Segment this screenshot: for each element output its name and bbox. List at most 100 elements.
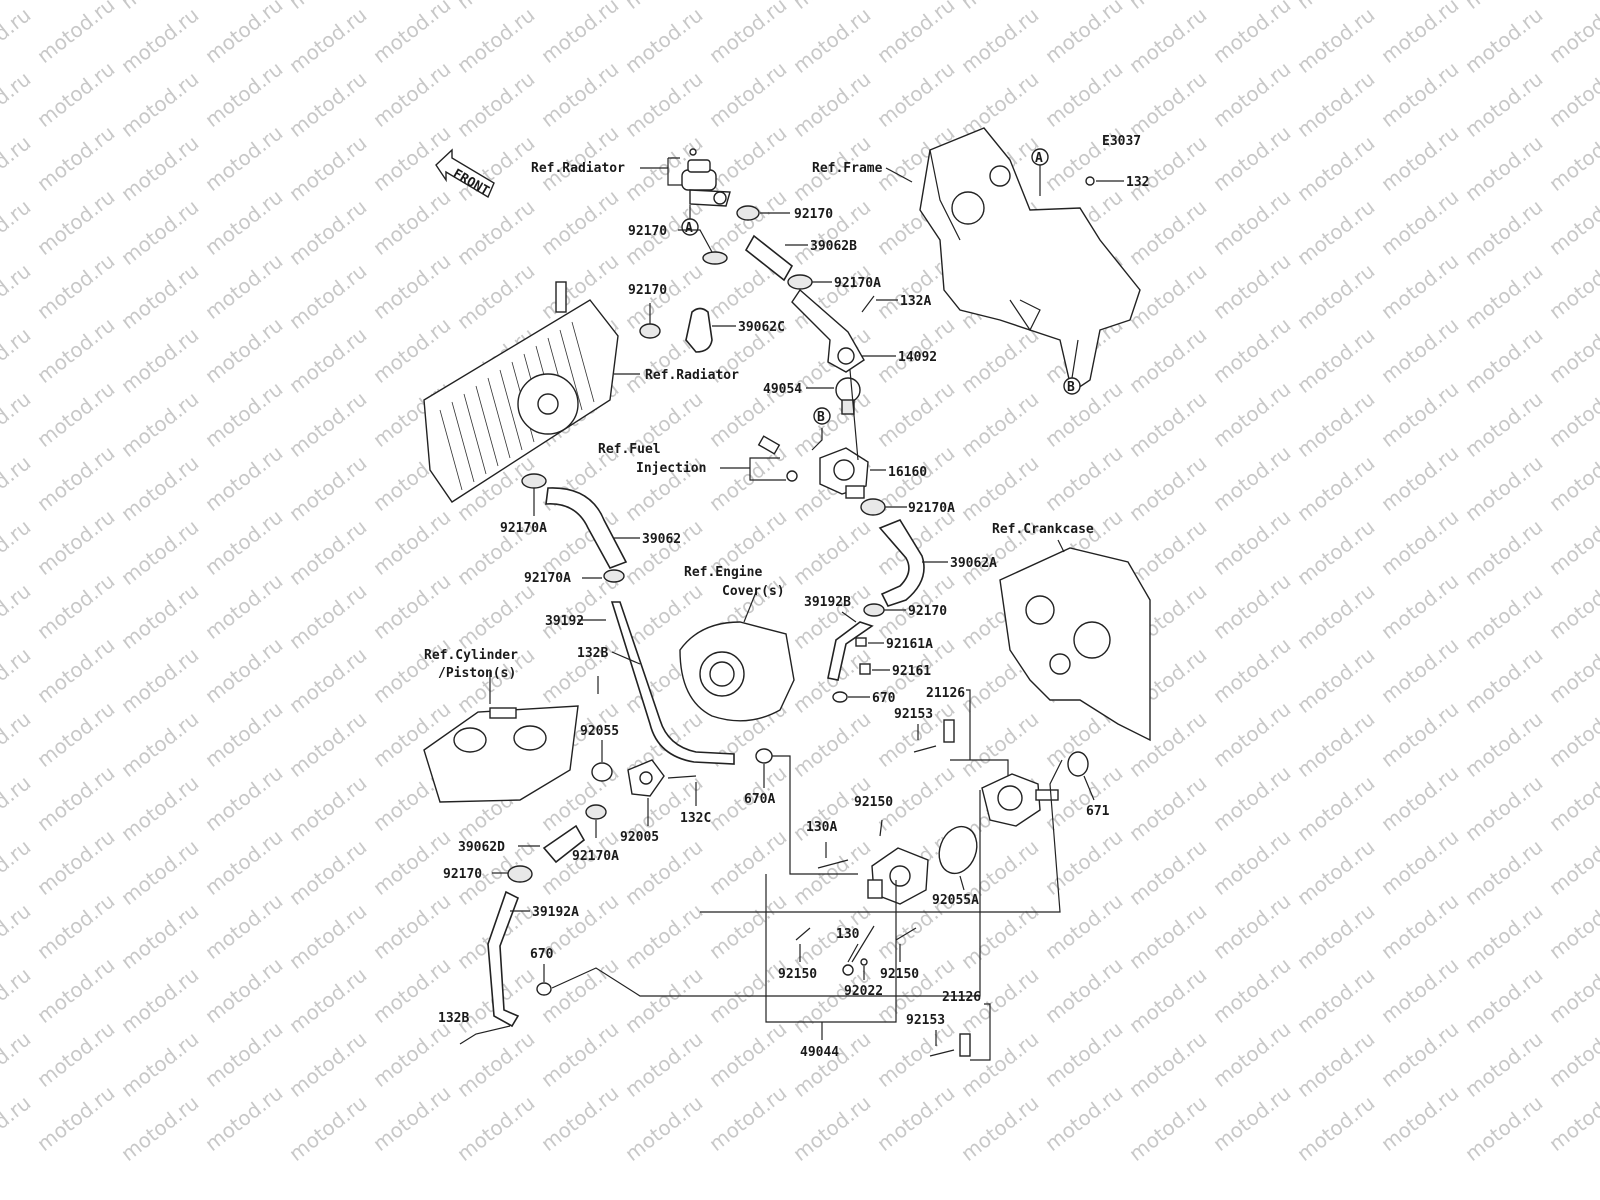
bolt-132b-upper [597,651,641,694]
part-label-132b-a: 132B [577,646,608,661]
clamp-92170a-a [787,274,813,290]
part-label-92150-b: 92150 [778,967,817,982]
clamp-92170-d [863,603,885,617]
part-label-39062a: 39062A [950,556,997,571]
part-label-39192a: 39192A [532,905,579,920]
ref-cylinder-label-2: /Piston(s) [438,666,516,681]
clip-21126-a [943,719,955,743]
frame [919,127,1141,394]
clip-21126-b [959,1033,971,1057]
ref-engine-cover-label-2: Cover(s) [722,584,785,599]
part-label-132a: 132A [900,294,931,309]
part-label-92161: 92161 [892,664,931,679]
part-label-130: 130 [836,927,860,942]
part-label-92170a-d: 92170A [524,571,571,586]
part-label-92170a-b: 92170A [908,501,955,516]
bolt-92150-c [895,927,917,941]
ref-fuel-injection-label-2: Injection [636,461,706,476]
part-label-92170-c: 92170 [628,283,667,298]
crankcase [999,547,1151,742]
part-label-39062: 39062 [642,532,681,547]
part-label-92170-e: 92170 [443,867,482,882]
clamp-92170a-d [603,569,625,583]
radiator-cap-assembly [681,148,731,207]
marker-b-thermostat-label: B [817,410,825,425]
marker-a-frame-label: A [1035,151,1043,166]
pipe-39192 [610,601,735,765]
bolt-132c [667,775,697,806]
part-label-92170a-c: 92170A [500,521,547,536]
part-label-39062b: 39062B [810,239,857,254]
bolt-132 [1085,176,1095,186]
o-ring-671 [1067,751,1089,777]
pipe-39192b [827,621,874,681]
part-label-92055a: 92055A [932,893,979,908]
part-label-132c: 132C [680,811,711,826]
part-label-670-a: 670 [872,691,896,706]
part-label-92005: 92005 [620,830,659,845]
temperature-sensor [757,435,798,482]
hose-39062d [542,824,586,864]
ref-crankcase-label: Ref.Crankcase [992,522,1094,537]
part-label-21126-b: 21126 [942,990,981,1005]
part-label-49044: 49044 [800,1045,839,1060]
thermostat-cover-14092 [791,288,865,373]
clamp-92170a-e [585,804,607,820]
o-ring-670-a [832,691,848,703]
bolt-132b-lower [459,1025,511,1045]
marker-b-frame-label: B [1067,380,1075,395]
hose-39062 [545,487,628,569]
part-label-132: 132 [1126,175,1149,190]
hose-39062c [685,307,713,353]
plug-92161 [859,663,871,675]
part-label-92161a: 92161A [886,637,933,652]
leader-ref-radiator-top [640,157,682,186]
part-label-92170-a: 92170 [794,207,833,222]
clamp-92170-b [702,251,728,265]
plug-92161a [855,637,867,647]
washer-92022 [860,958,868,966]
bolt-92150-a [879,819,883,837]
ref-fuel-injection-label-1: Ref.Fuel [598,442,661,457]
thermostat-49054 [835,377,861,415]
part-label-92170-b: 92170 [628,224,667,239]
part-label-670a: 670A [744,792,775,807]
front-arrow-icon: FRONT [435,148,495,199]
bolt-130 [842,964,854,976]
gasket-92055a [938,825,978,875]
fitting-92005 [627,759,665,797]
part-label-39062c: 39062C [738,320,785,335]
o-ring-670a [755,748,773,764]
ref-radiator-side-label: Ref.Radiator [645,368,739,383]
part-label-21126-a: 21126 [926,686,965,701]
clamp-92170-a [736,205,760,221]
part-label-39062d: 39062D [458,840,505,855]
part-label-39192: 39192 [545,614,584,629]
part-label-92055: 92055 [580,724,619,739]
part-label-16160: 16160 [888,465,927,480]
part-label-671: 671 [1086,804,1110,819]
clamp-92170-e [507,865,533,883]
marker-b-thermostat [813,407,831,425]
thermostat-housing-16160 [819,447,869,499]
o-ring-670-b [536,982,552,996]
bolt-92153-b [929,1049,955,1057]
water-pump-cover [867,847,929,905]
part-label-92153-a: 92153 [894,707,933,722]
bolt-92150-b [795,927,811,941]
hose-39062b [744,234,794,282]
part-label-14092: 14092 [898,350,937,365]
hose-39062a [878,519,925,607]
engine-cover [679,621,795,722]
part-label-92153-b: 92153 [906,1013,945,1028]
clamp-92170a-b [860,498,886,516]
diagram-code: E3037 [1102,134,1141,149]
part-label-92170a-a: 92170A [834,276,881,291]
bolt-132a [861,295,875,313]
part-label-92150-a: 92150 [854,795,893,810]
part-label-132b-b: 132B [438,1011,469,1026]
part-label-92022: 92022 [844,984,883,999]
part-label-49054: 49054 [763,382,802,397]
ref-frame-label: Ref.Frame [812,161,883,176]
part-label-92170-d: 92170 [908,604,947,619]
